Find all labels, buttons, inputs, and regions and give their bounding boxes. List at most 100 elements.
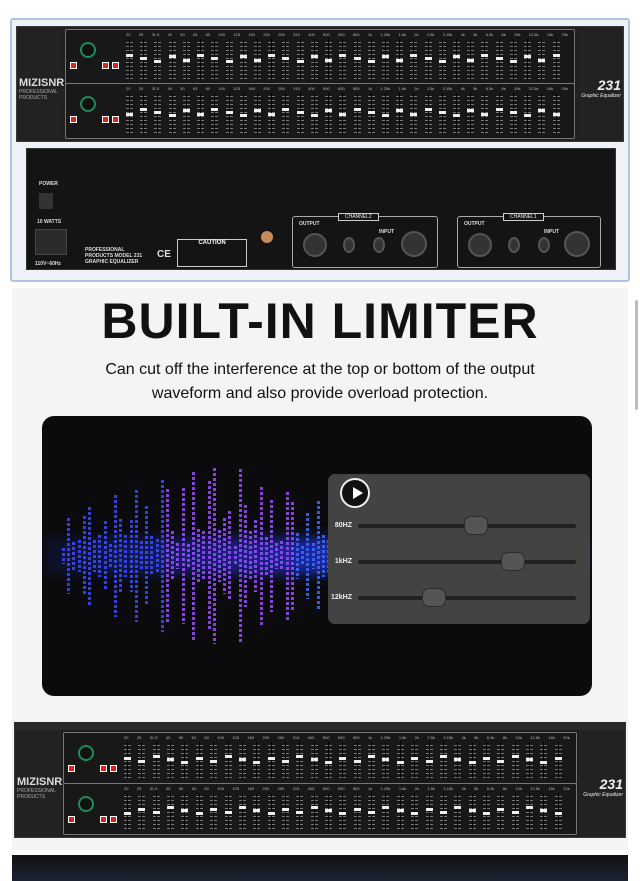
low-cut-button[interactable] <box>100 815 107 823</box>
band-fader[interactable] <box>425 742 433 780</box>
band-fader[interactable] <box>511 792 519 831</box>
band-fader[interactable] <box>497 792 505 831</box>
band-fader[interactable] <box>339 93 347 134</box>
band-fader[interactable] <box>296 792 304 831</box>
band-fader[interactable] <box>253 792 261 831</box>
scrollbar[interactable] <box>635 300 638 410</box>
band-fader[interactable] <box>182 93 190 134</box>
band-fader[interactable] <box>439 792 447 831</box>
low-cut-button[interactable] <box>102 62 109 69</box>
band-fader[interactable] <box>195 792 203 831</box>
band-fader[interactable] <box>124 742 131 780</box>
band-fader[interactable] <box>310 39 318 80</box>
band-fader[interactable] <box>481 39 489 80</box>
band-fader[interactable] <box>468 742 476 780</box>
band-fader[interactable] <box>339 742 347 780</box>
band-fader[interactable] <box>453 39 461 80</box>
band-fader[interactable] <box>325 742 333 780</box>
band-fader[interactable] <box>438 93 446 134</box>
band-fader[interactable] <box>140 93 148 134</box>
play-icon[interactable] <box>340 478 370 508</box>
band-fader[interactable] <box>367 39 375 80</box>
band-fader[interactable] <box>268 39 276 80</box>
band-fader[interactable] <box>495 93 503 134</box>
band-fader[interactable] <box>253 39 261 80</box>
slider-track[interactable] <box>358 588 576 607</box>
range-button[interactable] <box>112 62 119 69</box>
band-fader[interactable] <box>267 742 275 780</box>
band-fader[interactable] <box>509 93 517 134</box>
band-fader[interactable] <box>468 792 476 831</box>
product-image-limiter[interactable]: BUILT-IN LIMITER Can cut off the interfe… <box>12 288 628 850</box>
eq-bypass-button[interactable] <box>70 116 77 124</box>
eq-bypass-button[interactable] <box>68 765 75 772</box>
band-fader[interactable] <box>167 792 175 831</box>
band-fader[interactable] <box>138 742 146 780</box>
band-fader[interactable] <box>381 93 389 134</box>
band-fader[interactable] <box>225 93 233 134</box>
band-fader[interactable] <box>325 39 333 80</box>
band-fader[interactable] <box>353 742 361 780</box>
band-fader[interactable] <box>138 792 146 831</box>
band-fader[interactable] <box>540 742 548 780</box>
band-fader[interactable] <box>524 39 532 80</box>
band-fader[interactable] <box>382 792 390 831</box>
band-fader[interactable] <box>296 39 304 80</box>
band-fader[interactable] <box>396 792 404 831</box>
range-button[interactable] <box>112 116 119 124</box>
band-fader[interactable] <box>168 39 176 80</box>
band-fader[interactable] <box>381 39 389 80</box>
band-fader[interactable] <box>353 792 361 831</box>
band-fader[interactable] <box>310 93 318 134</box>
band-fader[interactable] <box>524 93 532 134</box>
band-fader[interactable] <box>353 93 361 134</box>
band-fader[interactable] <box>554 792 562 831</box>
band-fader[interactable] <box>411 742 419 780</box>
band-fader[interactable] <box>239 93 247 134</box>
band-fader[interactable] <box>538 93 546 134</box>
band-fader[interactable] <box>225 39 233 80</box>
band-fader[interactable] <box>552 39 560 80</box>
band-fader[interactable] <box>210 742 218 780</box>
band-fader[interactable] <box>454 792 462 831</box>
band-fader[interactable] <box>154 39 162 80</box>
band-fader[interactable] <box>526 792 534 831</box>
input-gain-knob[interactable] <box>80 42 96 58</box>
band-fader[interactable] <box>268 93 276 134</box>
band-fader[interactable] <box>239 39 247 80</box>
band-fader[interactable] <box>310 792 318 831</box>
band-fader[interactable] <box>540 792 548 831</box>
band-fader[interactable] <box>310 742 318 780</box>
band-fader[interactable] <box>296 93 304 134</box>
band-fader[interactable] <box>482 742 490 780</box>
band-fader[interactable] <box>154 93 162 134</box>
band-fader[interactable] <box>439 742 447 780</box>
band-fader[interactable] <box>167 742 175 780</box>
band-fader[interactable] <box>526 742 534 780</box>
band-fader[interactable] <box>396 742 404 780</box>
next-product-image[interactable] <box>12 855 628 881</box>
band-fader[interactable] <box>467 39 475 80</box>
input-gain-knob[interactable] <box>78 795 94 812</box>
band-fader[interactable] <box>253 93 261 134</box>
slider-thumb[interactable] <box>422 588 447 607</box>
band-fader[interactable] <box>353 39 361 80</box>
band-fader[interactable] <box>411 792 419 831</box>
band-fader[interactable] <box>467 93 475 134</box>
band-fader[interactable] <box>126 39 133 80</box>
band-fader[interactable] <box>281 742 289 780</box>
range-button[interactable] <box>110 765 117 772</box>
band-fader[interactable] <box>497 742 505 780</box>
band-fader[interactable] <box>382 742 390 780</box>
band-fader[interactable] <box>253 742 261 780</box>
band-fader[interactable] <box>410 93 418 134</box>
band-fader[interactable] <box>482 792 490 831</box>
band-fader[interactable] <box>197 39 205 80</box>
band-fader[interactable] <box>181 792 189 831</box>
band-fader[interactable] <box>368 742 376 780</box>
band-fader[interactable] <box>296 742 304 780</box>
band-fader[interactable] <box>339 792 347 831</box>
band-fader[interactable] <box>396 39 404 80</box>
band-fader[interactable] <box>339 39 347 80</box>
band-fader[interactable] <box>410 39 418 80</box>
